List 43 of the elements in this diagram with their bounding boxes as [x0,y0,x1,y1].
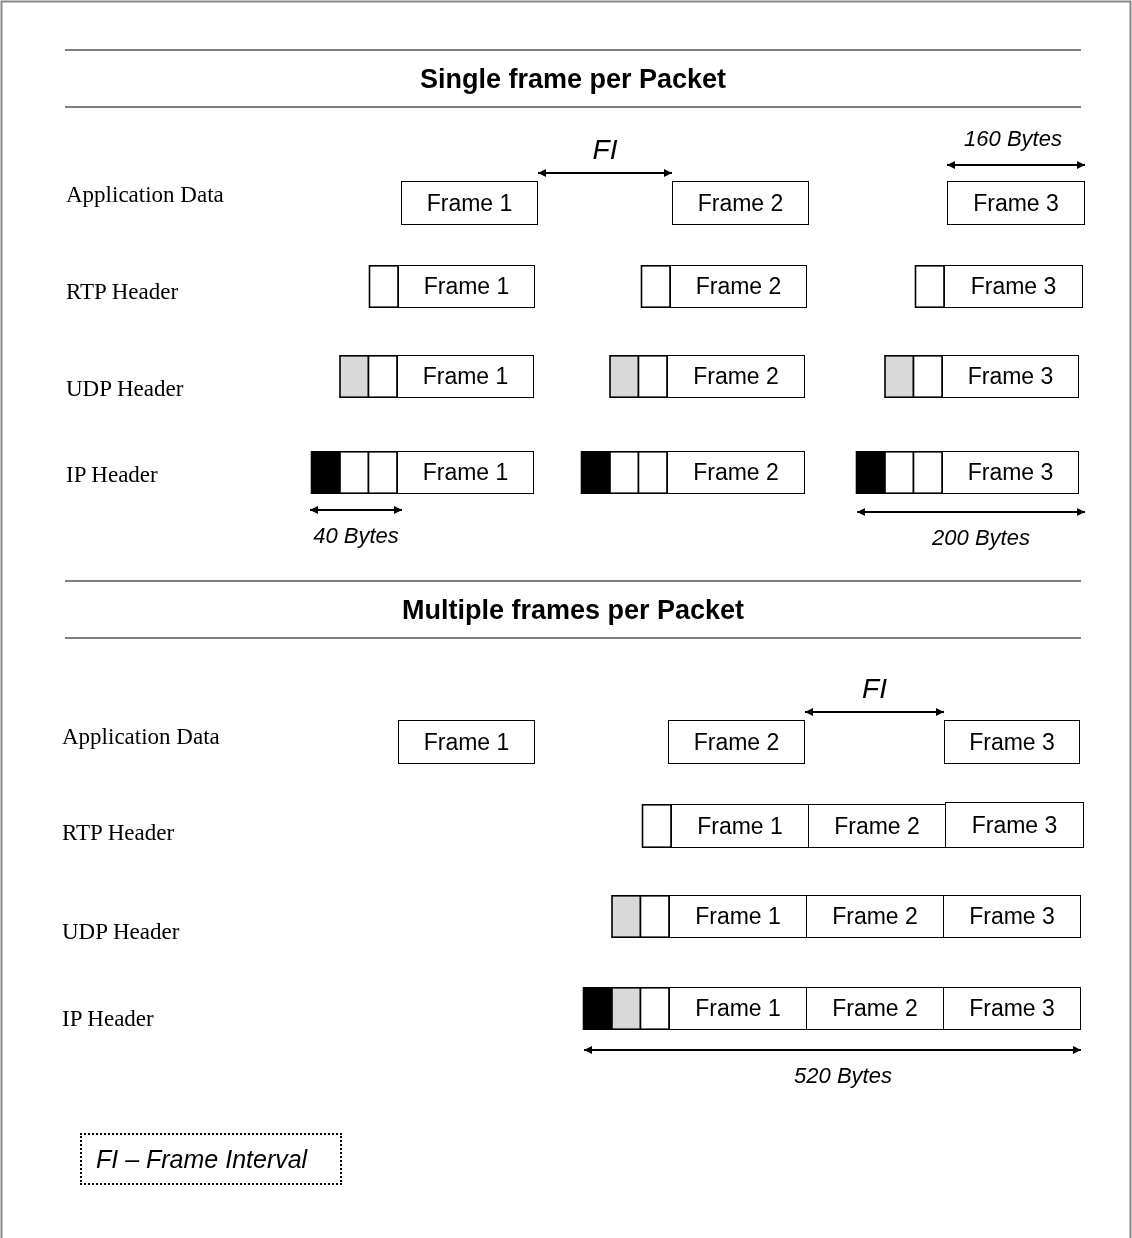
edge-label: FI [862,673,887,705]
frame-box: Frame 3 [945,802,1084,848]
frame-box: Frame 1 [669,895,807,938]
row-label: Application Data [62,724,220,750]
row-label: RTP Header [62,820,175,846]
dimension-label: 40 Bytes [313,523,399,549]
frame-box: Frame 1 [398,265,535,308]
frame-box: Frame 1 [671,804,809,848]
frame-box: Frame 2 [672,181,809,225]
legend-text: FI – Frame Interval [80,1133,342,1185]
frame-box: Frame 3 [942,451,1079,494]
row-label: UDP Header [62,919,180,945]
frame-box: Frame 3 [944,720,1080,764]
frame-box: Frame 2 [808,804,946,848]
edge-label: FI [592,134,618,166]
frame-box: Frame 3 [947,181,1085,225]
row-label: UDP Header [66,376,184,402]
frame-box: Frame 2 [806,987,944,1030]
dimension-label: 520 Bytes [794,1063,892,1089]
section-heading: Single frame per Packet [419,63,727,95]
frame-box: Frame 2 [667,451,805,494]
row-label: RTP Header [66,279,179,305]
frame-box: Frame 2 [668,720,805,764]
frame-box: Frame 3 [943,987,1081,1030]
row-label: IP Header [66,462,158,488]
frame-box: Frame 1 [398,720,535,764]
frame-box: Frame 2 [806,895,944,938]
frame-box: Frame 3 [942,355,1079,398]
frame-box: Frame 2 [667,355,805,398]
frame-box: Frame 1 [401,181,538,225]
frame-box: Frame 1 [397,355,534,398]
frame-box: Frame 3 [944,265,1083,308]
row-label: IP Header [62,1006,154,1032]
double-arrow [538,169,672,177]
frame-box: Frame 2 [670,265,807,308]
double-arrow [805,708,944,716]
dimension-label: 160 Bytes [964,126,1062,152]
section-heading: Multiple frames per Packet [401,594,745,626]
row-label: Application Data [66,182,224,208]
frame-box: Frame 3 [943,895,1081,938]
dimension-label: 200 Bytes [932,525,1030,551]
frame-box: Frame 1 [397,451,534,494]
frame-box: Frame 1 [669,987,807,1030]
